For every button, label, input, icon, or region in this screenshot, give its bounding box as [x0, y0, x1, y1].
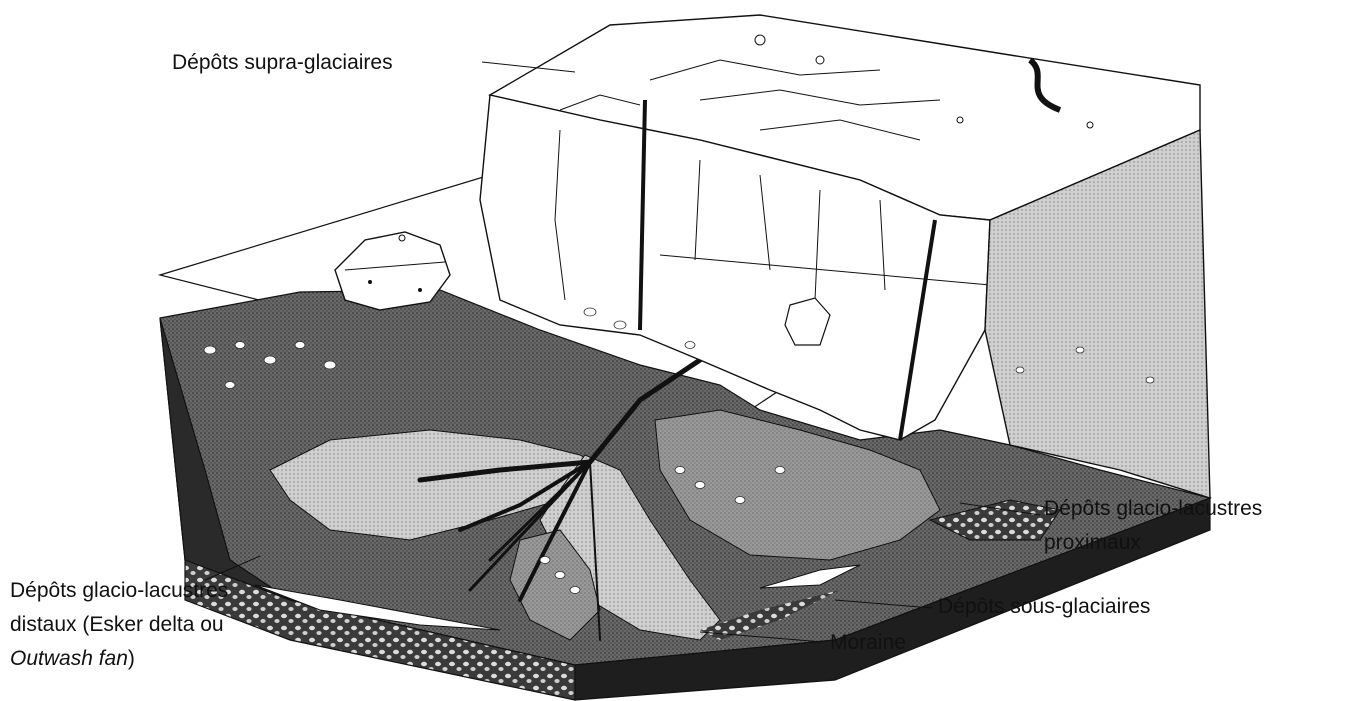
label-proximal-line2: proximaux — [1044, 531, 1141, 554]
label-distal-line2: distaux (Esker delta ou — [10, 613, 224, 636]
floating-iceberg — [335, 232, 450, 310]
label-proximal-line1: Dépôts glacio-lacustres — [1044, 497, 1262, 520]
label-distal-line1: Dépôts glacio-lacustres — [10, 579, 228, 602]
label-supra-glaciaires: Dépôts supra-glaciaires — [172, 51, 393, 74]
label-outwash-fan: Outwash fan — [10, 647, 128, 670]
label-sous-glaciaires: Dépôts sous-glaciaires — [938, 595, 1150, 618]
label-distal-close-paren: ) — [128, 647, 135, 670]
label-distal-line3: Outwash fan) — [10, 647, 135, 670]
label-moraine: Moraine — [830, 631, 906, 654]
